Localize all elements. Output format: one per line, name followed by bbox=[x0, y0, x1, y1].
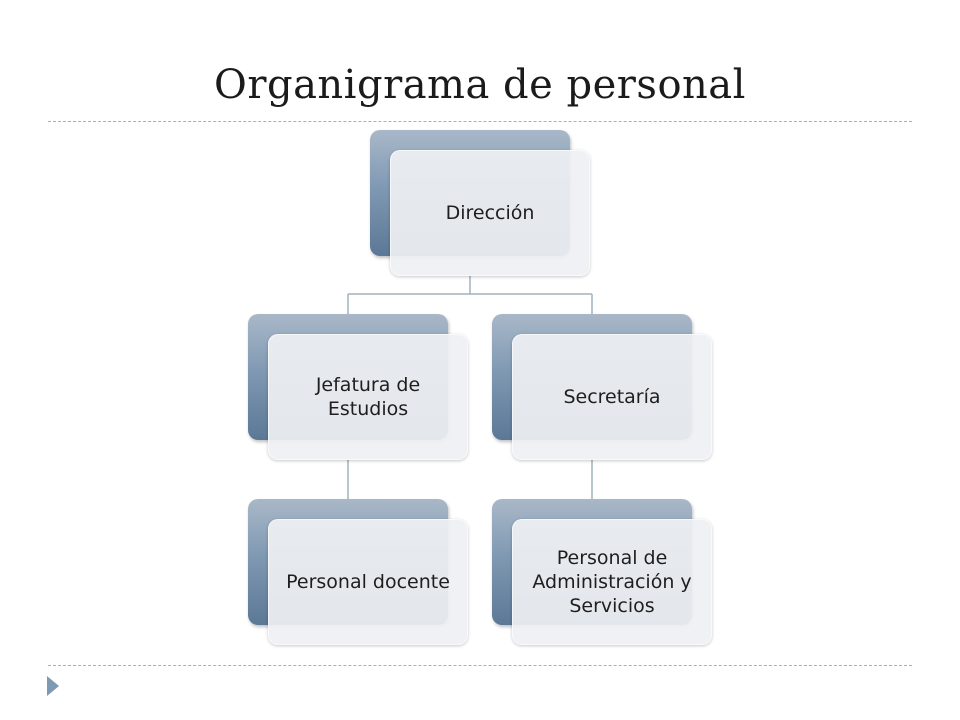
node-administracion-card: Personal de Administración y Servicios bbox=[512, 519, 712, 645]
triangle-bullet-icon bbox=[47, 676, 59, 696]
node-secretaria-label: Secretaría bbox=[563, 386, 661, 408]
node-jefatura-label: Jefatura de Estudios bbox=[315, 374, 421, 420]
node-secretaria-card: Secretaría bbox=[512, 334, 712, 460]
node-docente-label: Personal docente bbox=[286, 571, 450, 593]
title-divider bbox=[48, 121, 912, 122]
node-direccion-label: Dirección bbox=[445, 202, 535, 224]
node-jefatura-card: Jefatura de Estudios bbox=[268, 334, 468, 460]
footer-divider bbox=[48, 665, 912, 666]
node-docente-card: Personal docente bbox=[268, 519, 468, 645]
node-administracion-label: Personal de Administración y Servicios bbox=[532, 547, 692, 617]
node-direccion-card: Dirección bbox=[390, 150, 590, 276]
page-title: Organigrama de personal bbox=[214, 62, 746, 108]
